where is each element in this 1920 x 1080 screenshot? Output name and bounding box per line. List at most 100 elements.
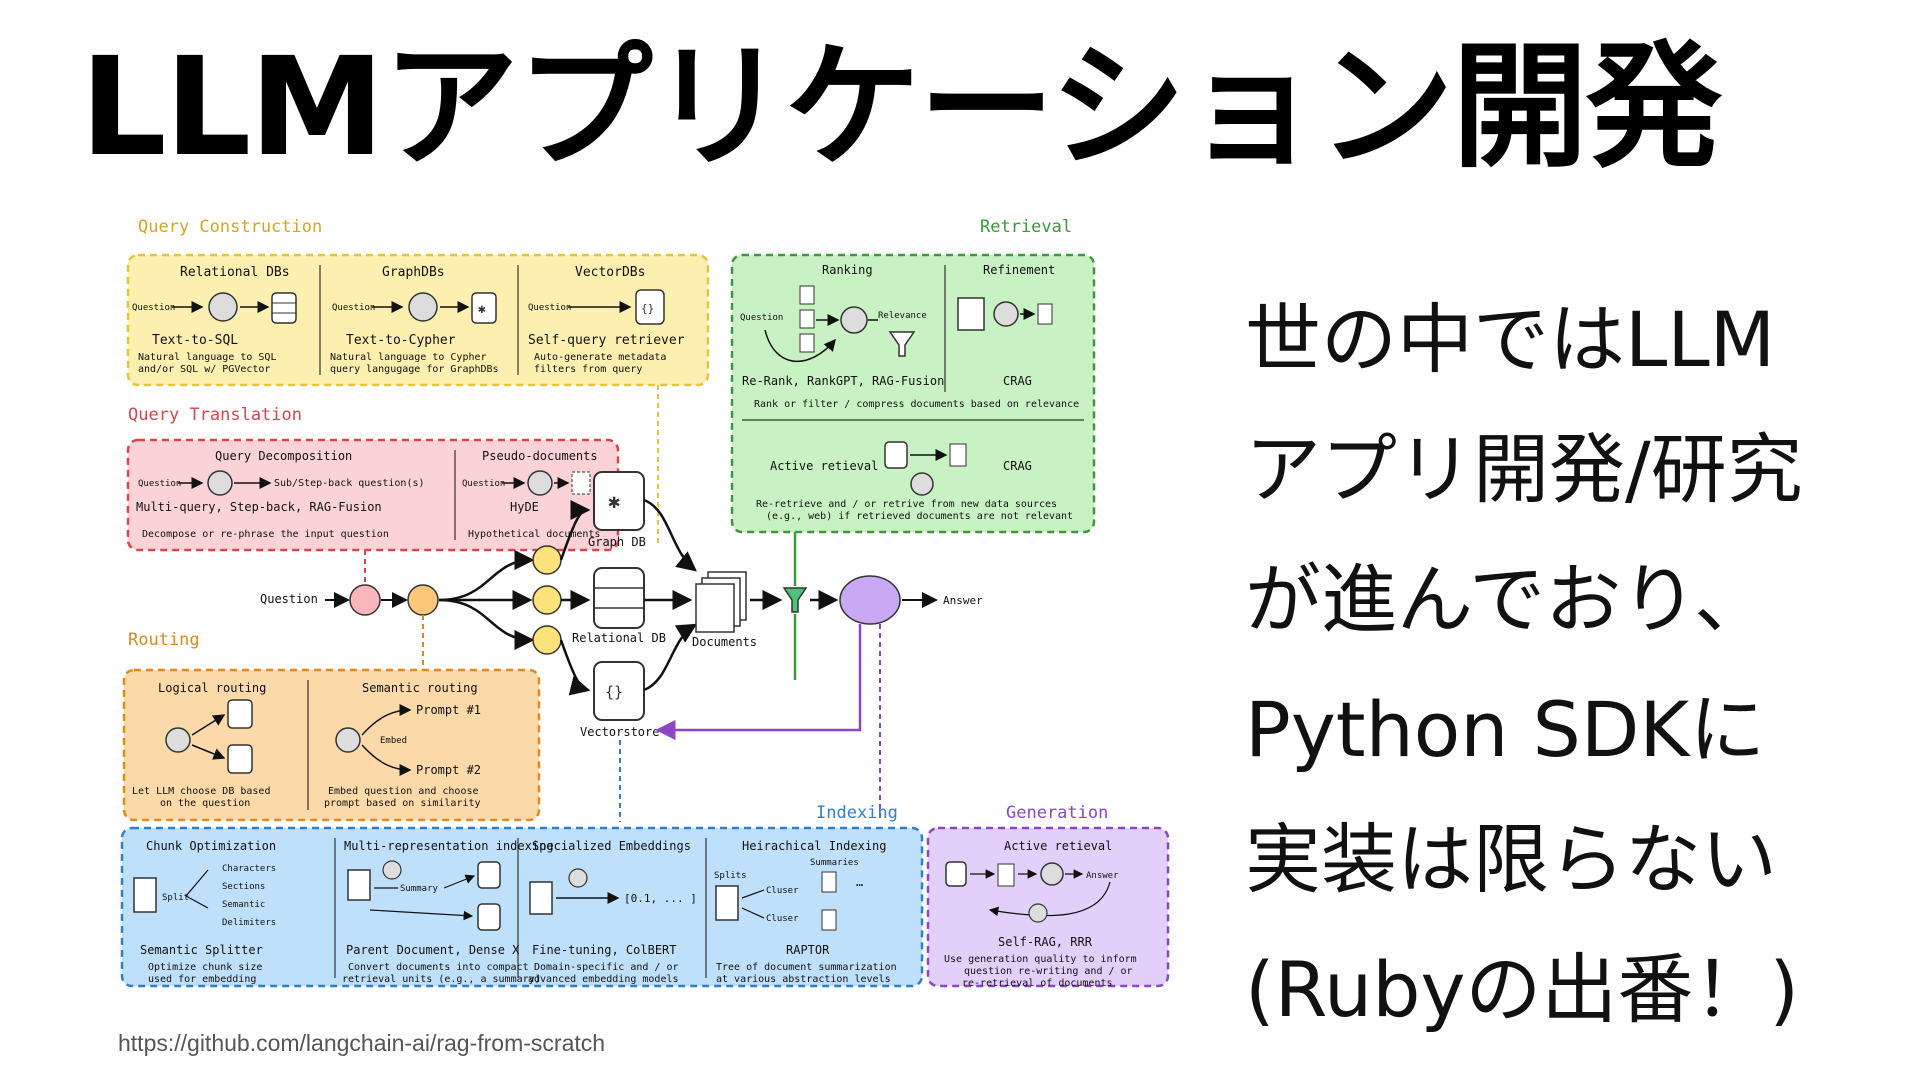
doc-stack-icon <box>133 877 157 913</box>
qc-head-relational: Relational DBs <box>180 265 290 280</box>
brain-icon <box>1040 862 1064 886</box>
graph-db-node: ✱ <box>593 471 645 531</box>
brain-icon <box>335 727 361 753</box>
translation-node <box>349 584 381 616</box>
qt-hyde: HyDE <box>510 500 539 514</box>
idx-desc: Domain-specific and / or <box>534 962 679 973</box>
graph-db-icon: ✱ <box>471 292 497 324</box>
idx-desc: retrieval units (e.g., a summary) <box>342 974 541 985</box>
graph-db-icon <box>227 744 253 774</box>
qt-decomposition-head: Query Decomposition <box>215 449 352 463</box>
idx-splits: Splits <box>714 871 747 881</box>
section-query-construction: Query Construction <box>138 217 322 237</box>
idx-item: Sections <box>222 882 265 892</box>
generation-box <box>926 826 1170 988</box>
doc-icon <box>997 863 1015 887</box>
svg-text:{}: {} <box>605 683 623 701</box>
flow-answer: Answer <box>943 594 983 607</box>
qt-decomposition-desc: Decompose or re-phrase the input questio… <box>142 529 389 540</box>
idx-item: Delimiters <box>222 918 276 928</box>
flow-vectorstore: Vectorstore <box>580 725 659 739</box>
idx-vector: [0.1, ... ] <box>624 892 697 905</box>
side-text: 世の中ではLLM アプリ開発/研究 が進んでおり、 Python SDKに 実装… <box>1245 275 1905 1055</box>
side-line: が進んでおり、 <box>1245 555 1771 644</box>
gen-desc: question re-writing and / or <box>964 966 1133 977</box>
db-icon <box>227 699 253 729</box>
idx-summary: Summary <box>400 884 439 894</box>
doc-icon <box>949 443 967 467</box>
idx-chunk-name: Semantic Splitter <box>140 943 263 957</box>
brain-icon <box>208 292 238 322</box>
brain-icon <box>1028 903 1048 923</box>
side-line: アプリ開発/研究 <box>1245 425 1803 514</box>
filter-icon <box>888 331 916 357</box>
retrieval-active-desc: Re-retrieve and / or retrive from new da… <box>756 499 1057 510</box>
idx-chunk-head: Chunk Optimization <box>146 839 276 853</box>
idx-hierarchical-head: Heirachical Indexing <box>742 839 887 853</box>
db-icon <box>477 903 501 931</box>
routing-logical-desc: on the question <box>160 798 250 809</box>
retrieval-crag-2: CRAG <box>1003 459 1032 473</box>
flow-documents: Documents <box>692 635 757 649</box>
vector-db-icon: {} <box>635 289 665 325</box>
idx-desc: advanced embedding models <box>528 974 679 985</box>
idx-raptor: RAPTOR <box>786 943 830 957</box>
gen-desc: re-retrieval of documents <box>962 978 1113 989</box>
slide-title: LLMアプリケーション開発 <box>80 29 1722 187</box>
qt-subquestion: Sub/Step-back question(s) <box>274 478 425 489</box>
qc-desc: filters from query <box>534 364 642 375</box>
brain-icon <box>408 292 438 322</box>
side-line: 世の中ではLLM <box>1245 295 1776 384</box>
qc-question-1: Question <box>132 303 175 313</box>
qc-head-graphdbs: GraphDBs <box>382 265 445 280</box>
qc-desc: Natural language to Cypher <box>330 352 487 363</box>
rag-diagram: Query Construction Relational DBs Questi… <box>110 210 1205 1030</box>
vectorstore-node: {} <box>593 661 645 721</box>
side-line: (Rubyの出番！) <box>1245 945 1800 1034</box>
vector-db-icon <box>477 861 501 889</box>
qc-name-text-to-sql: Text-to-SQL <box>152 333 238 348</box>
idx-embeddings-name: Fine-tuning, ColBERT <box>532 943 677 957</box>
retrieval-active-desc: (e.g., web) if retrieved documents are n… <box>766 511 1073 522</box>
idx-cluster: Cluser <box>766 914 799 924</box>
doc-icon <box>799 333 815 353</box>
idx-embeddings-head: Specialized Embeddings <box>532 839 691 853</box>
qc-desc: Auto-generate metadata <box>534 352 666 363</box>
idx-desc: used for embedding <box>148 974 256 985</box>
section-indexing: Indexing <box>816 803 898 823</box>
idx-split: Split <box>162 893 189 903</box>
llm-brain-icon <box>839 575 901 625</box>
brain-icon <box>993 301 1019 327</box>
brain-icon <box>840 306 868 334</box>
idx-desc: Tree of document summarization <box>716 962 897 973</box>
routing-semantic-desc: Embed question and choose <box>328 786 479 797</box>
svg-text:✱: ✱ <box>478 302 486 317</box>
idx-multirep-head: Multi-representation indexing <box>344 839 554 853</box>
retrieval-crag-1: CRAG <box>1003 374 1032 388</box>
gen-answer: Answer <box>1086 871 1119 881</box>
construction-node-2 <box>532 585 562 615</box>
qc-question-3: Question <box>528 303 571 313</box>
qc-name-text-to-cypher: Text-to-Cypher <box>346 333 456 348</box>
qt-question: Question <box>138 479 181 489</box>
qc-desc: query langugage for GraphDBs <box>330 364 499 375</box>
filter-icon <box>782 587 808 613</box>
relational-db-node <box>593 567 645 629</box>
routing-node <box>407 584 439 616</box>
idx-desc: at various abstraction levels <box>716 974 891 985</box>
retrieval-ranking-head: Ranking <box>822 263 873 277</box>
source-url: https://github.com/langchain-ai/rag-from… <box>118 1030 606 1056</box>
flow-question: Question <box>260 592 318 606</box>
routing-logical-desc: Let LLM choose DB based <box>132 786 270 797</box>
idx-desc: Optimize chunk size <box>148 962 262 973</box>
qt-pseudo-desc: Hypothetical documents <box>468 529 600 540</box>
brain-icon <box>382 860 402 880</box>
qc-head-vectordbs: VectorDBs <box>575 265 645 280</box>
qc-desc: and/or SQL w/ PGVector <box>138 364 270 375</box>
doc-icon <box>821 871 837 893</box>
construction-node-1 <box>532 545 562 575</box>
svg-text:…: … <box>856 875 863 889</box>
document-icon <box>571 471 591 495</box>
flow-relational-db: Relational DB <box>572 631 666 645</box>
routing-logical-head: Logical routing <box>158 681 266 695</box>
